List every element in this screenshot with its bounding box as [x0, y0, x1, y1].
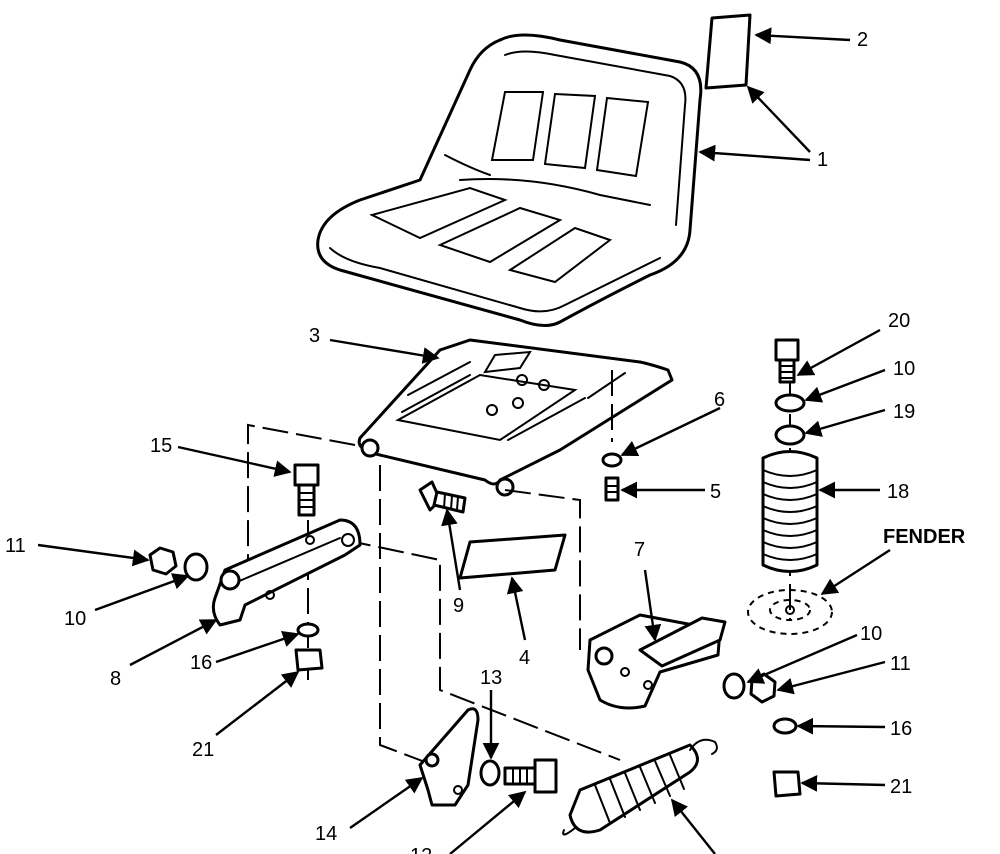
callout-5: 5	[710, 481, 721, 503]
seat-cushion	[316, 33, 703, 327]
cover-plate	[458, 533, 567, 580]
lockwasher-16-left	[296, 622, 320, 638]
extension-spring	[562, 738, 718, 836]
callout-8: 8	[110, 668, 121, 690]
nut-21-right	[772, 770, 802, 798]
callout-14: 14	[315, 823, 337, 845]
spacer-6	[601, 452, 623, 468]
callout-3: 3	[309, 325, 320, 347]
washer-19	[774, 424, 806, 446]
callout-12: 12	[410, 845, 432, 854]
bolt-15	[293, 463, 320, 517]
callout-18: 18	[887, 481, 909, 503]
screw-5	[604, 476, 620, 502]
fender-hole	[747, 589, 833, 635]
bolt-9	[418, 480, 467, 514]
alignment-dash-right	[504, 489, 581, 650]
alignment-dash-center	[379, 465, 426, 763]
leader-lines	[37, 27, 891, 854]
washer-13	[479, 759, 501, 787]
bolt-12	[503, 758, 558, 794]
callout-15: 15	[150, 435, 172, 457]
callout-4: 4	[519, 647, 530, 669]
callout-11-left: 11	[5, 535, 26, 557]
callout-6: 6	[714, 389, 725, 411]
nut-11-left	[148, 546, 178, 576]
callout-11-right: 11	[890, 653, 911, 675]
callout-16-left: 16	[190, 652, 212, 674]
washer-10-left	[183, 552, 209, 582]
callout-21-left: 21	[192, 739, 214, 761]
callout-20: 20	[888, 310, 910, 332]
callout-10-top: 10	[893, 358, 915, 380]
callout-13: 13	[480, 667, 502, 689]
callout-10-left: 10	[64, 608, 86, 630]
callout-7: 7	[634, 539, 645, 561]
callout-10-right: 10	[860, 623, 882, 645]
seat-pan	[357, 338, 674, 497]
callout-9: 9	[453, 595, 464, 617]
spring-18	[761, 450, 819, 573]
alignment-dash-left	[247, 423, 356, 570]
left-bracket-8	[211, 518, 362, 627]
washer-10-top	[774, 393, 806, 413]
right-bracket-7	[586, 613, 727, 710]
bolt-20	[774, 338, 800, 384]
seat-badge-plate	[704, 13, 752, 90]
lockwasher-16-right	[772, 717, 798, 735]
alignment-dash-8	[344, 539, 621, 761]
washer-10-right	[722, 672, 746, 700]
callout-21-right: 21	[890, 776, 912, 798]
fender-label: FENDER	[883, 526, 966, 548]
nut-21-left	[294, 648, 324, 672]
callout-2: 2	[857, 29, 868, 51]
callout-16-right: 16	[890, 718, 912, 740]
callout-19: 19	[893, 401, 915, 423]
callout-1: 1	[817, 149, 828, 171]
bracket-14	[418, 707, 480, 807]
